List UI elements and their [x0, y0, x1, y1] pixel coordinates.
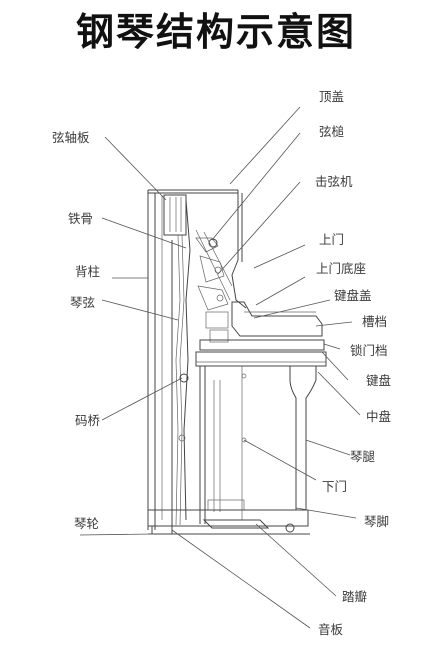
- label-pin-block: 弦轴板: [52, 130, 90, 145]
- label-slot-strip: 槽档: [362, 314, 387, 329]
- label-keyboard: 键盘: [366, 373, 391, 388]
- bridge-shape: [179, 373, 189, 383]
- label-action: 击弦机: [315, 174, 353, 189]
- label-key-cover: 键盘盖: [334, 288, 372, 303]
- label-bridge: 码桥: [75, 413, 101, 428]
- key-bed-shape: [195, 351, 327, 367]
- leg-shape: [289, 365, 317, 511]
- label-lock-strip: 锁门档: [350, 343, 388, 358]
- label-caster: 琴轮: [74, 516, 99, 531]
- label-pedal: 踏瓣: [342, 589, 368, 604]
- strings-shape: [175, 234, 181, 526]
- label-lower-door: 下门: [322, 479, 347, 494]
- label-hammer: 弦槌: [319, 124, 345, 139]
- piano-drawing: [147, 189, 327, 535]
- diagram-title: 钢琴结构示意图: [75, 9, 356, 54]
- pin-block-shape: [163, 194, 187, 236]
- label-top-lid: 顶盖: [319, 89, 344, 104]
- pedal-shape: [202, 519, 270, 529]
- label-leg: 琴腿: [350, 449, 376, 464]
- key-cover-shape: [231, 301, 323, 337]
- label-back-post: 背柱: [75, 264, 100, 279]
- label-soundboard: 音板: [318, 622, 344, 637]
- iron-frame-shape: [183, 199, 191, 521]
- label-upper-door: 上门: [319, 232, 344, 247]
- label-upper-door-base: 上门底座: [316, 261, 366, 276]
- label-key-bed: 中盘: [366, 409, 391, 424]
- part-labels: 顶盖 弦槌 击弦机 上门 上门底座 键盘盖 槽档 锁门档 键盘 中盘 琴腿 下门…: [52, 89, 391, 637]
- label-strings: 琴弦: [70, 295, 95, 310]
- label-iron-frame: 铁骨: [68, 211, 93, 226]
- action-shape: [195, 229, 233, 343]
- leader-lines: [79, 106, 361, 629]
- keyboard-shape: [199, 339, 325, 351]
- toe-block-shape: [147, 509, 309, 527]
- label-toe-block: 琴脚: [364, 514, 389, 529]
